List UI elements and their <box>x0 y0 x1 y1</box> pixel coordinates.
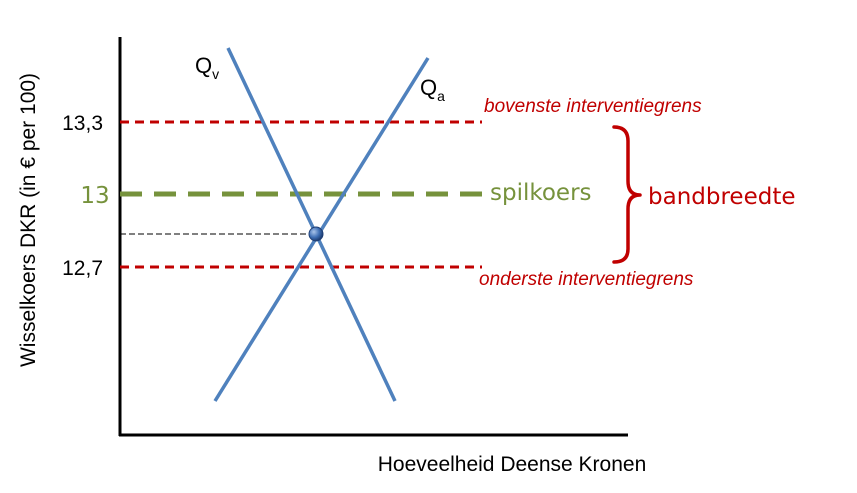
supply-curve-label-main: Q <box>195 53 212 78</box>
y-tick-central: 13 <box>80 183 109 209</box>
equilibrium-point <box>308 226 324 242</box>
band-brace-icon <box>612 125 642 264</box>
supply-curve-qv <box>226 47 397 402</box>
band-label: bandbreedte <box>648 184 796 210</box>
central-rate-label: spilkoers <box>490 180 592 206</box>
demand-curve-label: Qa <box>420 75 445 104</box>
demand-curve-label-sub: a <box>437 88 445 104</box>
x-axis-label: Hoeveelheid Deense Kronen <box>378 453 647 476</box>
upper-intervention-label: bovenste interventiegrens <box>484 96 702 117</box>
demand-curve-label-main: Q <box>420 75 437 100</box>
y-tick-upper: 13,3 <box>62 112 103 135</box>
supply-curve-label: Qv <box>195 53 219 82</box>
lower-intervention-label: onderste interventiegrens <box>479 269 694 290</box>
supply-curve-label-sub: v <box>212 66 219 82</box>
y-axis-label: Wisselkoers DKR (in € per 100) <box>17 73 40 367</box>
y-tick-lower: 12,7 <box>62 257 103 280</box>
